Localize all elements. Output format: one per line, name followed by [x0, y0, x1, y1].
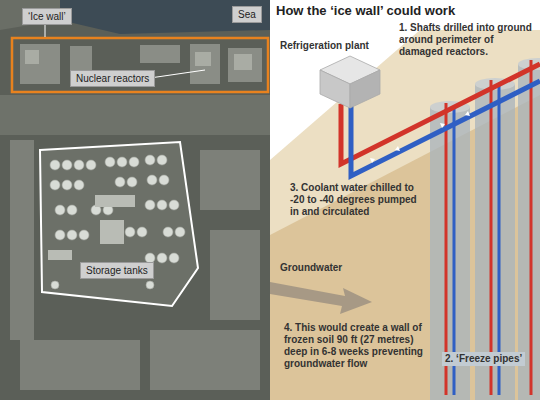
tag-text: Nuclear reactors — [76, 73, 149, 84]
tag-text: Sea — [238, 9, 256, 20]
map-label-tag: Nuclear reactors — [70, 70, 155, 87]
flow-label: Groundwater — [280, 262, 342, 274]
step-note: 1. Shafts drilled into ground around per… — [399, 22, 537, 58]
plant-label: Refrigeration plant — [280, 40, 369, 52]
tag-text: ‘Ice wall’ — [28, 11, 66, 22]
map-label-tag: Sea — [232, 6, 262, 23]
map-label-tag: ‘Ice wall’ — [22, 8, 72, 25]
diagram-title: How the ‘ice wall’ could work — [276, 3, 455, 18]
step-note: 3. Coolant water chilled to -20 to -40 d… — [290, 182, 425, 218]
tag-text: Storage tanks — [86, 265, 148, 276]
callout-label: 2. ‘Freeze pipes’ — [442, 352, 525, 366]
step-note: 4. This would create a wall of frozen so… — [284, 322, 424, 370]
map-label-tag: Storage tanks — [80, 262, 154, 279]
